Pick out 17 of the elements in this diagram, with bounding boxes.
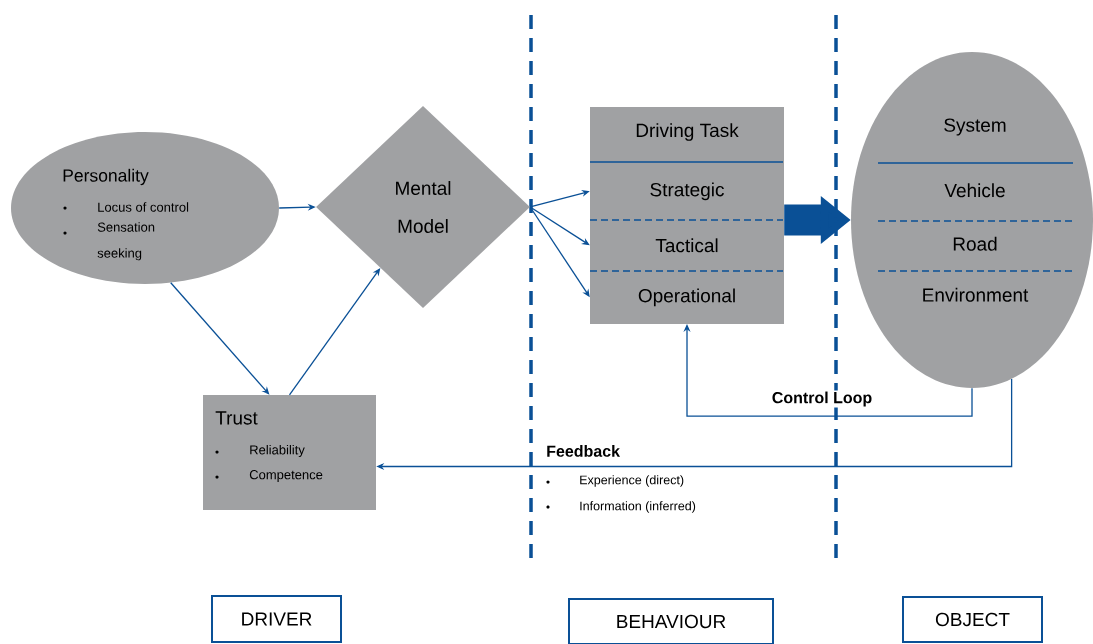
- table-row: Operational: [638, 288, 735, 307]
- table-row: Vehicle: [944, 183, 1005, 198]
- arrow: [683, 324, 973, 417]
- bullet-text: Experience (direct): [580, 475, 684, 487]
- bullet-text: Information (inferred): [580, 501, 696, 513]
- edge-label: Feedback: [547, 445, 620, 457]
- table-row: Road: [953, 236, 997, 251]
- section-label: BEHAVIOUR: [568, 598, 774, 644]
- arrow: [170, 282, 270, 395]
- edge-label: Control Loop: [770, 390, 874, 408]
- table-row: Strategic: [650, 182, 724, 201]
- table-row: Environment: [923, 287, 1029, 302]
- table-row: Tactical: [655, 238, 718, 253]
- trust-box: Trust Reliability Competence: [203, 395, 376, 510]
- section-label: OBJECT: [902, 596, 1043, 643]
- arrow: [529, 206, 590, 246]
- section-label: DRIVER: [211, 595, 342, 643]
